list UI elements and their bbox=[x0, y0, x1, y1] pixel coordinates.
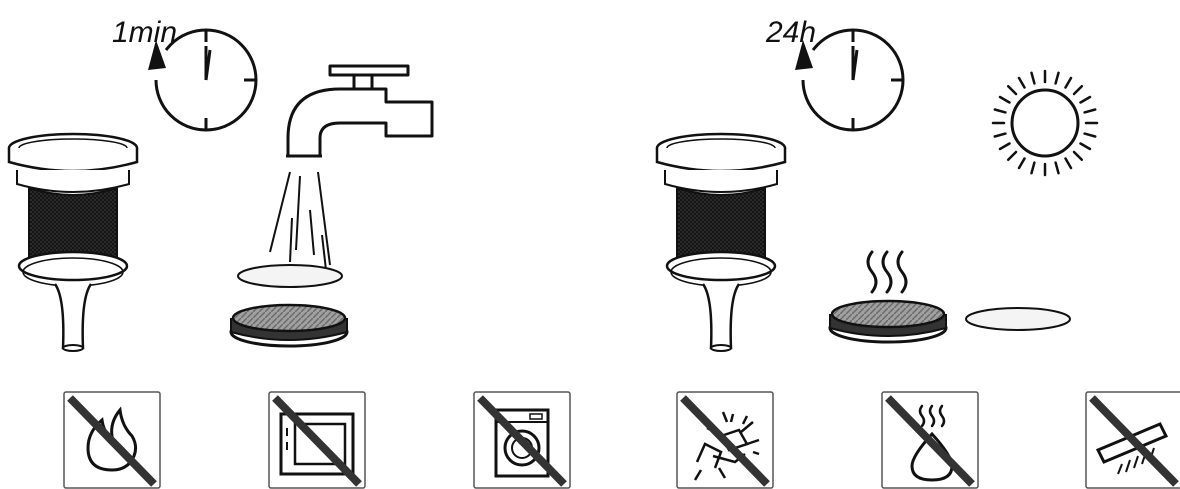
sun-ray bbox=[1072, 150, 1084, 162]
sun-ray bbox=[993, 132, 1007, 138]
sun-ray bbox=[1030, 161, 1036, 175]
water-stream bbox=[269, 171, 331, 271]
no-brush-icon bbox=[1085, 391, 1180, 489]
foam-disc-icon bbox=[965, 307, 1071, 331]
sun-ray bbox=[1006, 84, 1018, 96]
faucet-icon bbox=[286, 64, 434, 158]
sun-ray bbox=[998, 142, 1011, 151]
steam-icon bbox=[866, 250, 908, 294]
no-washing-machine-icon bbox=[473, 391, 571, 489]
sun-ray bbox=[1017, 157, 1026, 170]
step-1-duration-label: 1min bbox=[112, 16, 177, 49]
sun-ray bbox=[1030, 71, 1036, 85]
sun-ray bbox=[1083, 132, 1097, 138]
sun-ray bbox=[1006, 150, 1018, 162]
filter-icon bbox=[7, 132, 139, 353]
sponge-pad-icon bbox=[229, 303, 349, 348]
sun-ray bbox=[1083, 108, 1097, 114]
sun-ray bbox=[993, 108, 1007, 114]
sun-ray bbox=[1064, 157, 1073, 170]
no-hot-dryer-icon bbox=[881, 391, 979, 489]
sun-ray bbox=[1064, 76, 1073, 89]
foam-disc-icon bbox=[237, 264, 343, 288]
step-2-duration-label: 24h bbox=[765, 16, 816, 49]
sun-icon bbox=[991, 69, 1099, 177]
sponge-pad-icon bbox=[828, 299, 948, 344]
no-wringing-icon bbox=[676, 391, 774, 489]
sun-ray bbox=[1079, 95, 1092, 104]
no-microwave-icon bbox=[268, 391, 366, 489]
step-2: 24h bbox=[655, 16, 1099, 353]
sun-ray bbox=[1079, 142, 1092, 151]
sun-ray bbox=[1054, 161, 1060, 175]
step-1: 1min bbox=[7, 16, 434, 353]
prohibitions-row bbox=[63, 391, 1180, 489]
filter-icon bbox=[655, 132, 787, 353]
no-fire-icon bbox=[63, 391, 161, 489]
sun-ray bbox=[998, 95, 1011, 104]
sun-ray bbox=[1054, 71, 1060, 85]
sun-ray bbox=[1072, 84, 1084, 96]
sun-ray bbox=[1017, 76, 1026, 89]
